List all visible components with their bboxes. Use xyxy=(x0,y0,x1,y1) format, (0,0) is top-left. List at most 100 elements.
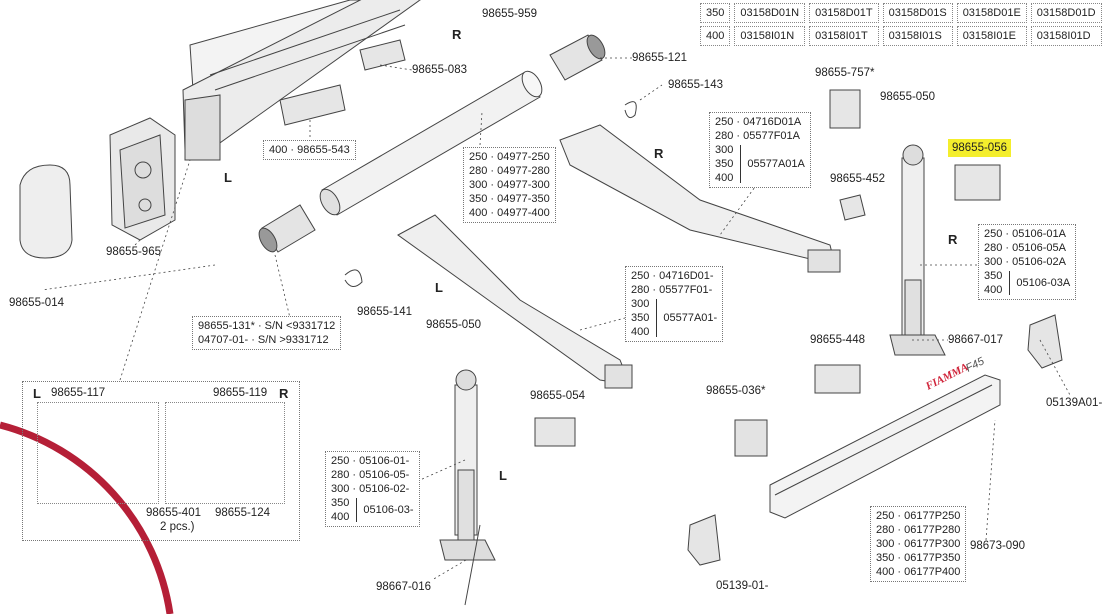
part-label: 98655-124 xyxy=(215,507,270,519)
size-bracket-group: 350 400 05106-03A xyxy=(984,269,1070,297)
size-value: 400 xyxy=(715,172,734,184)
table-cell: 03158I01S xyxy=(882,26,953,46)
part-label: 98667-017 xyxy=(948,334,1003,346)
callout-line: 98655-131* · S/N <9331712 xyxy=(198,320,336,332)
callout-box-arm-right: 250 · 04716D01A 280 · 05577F01A 300 350 … xyxy=(709,112,811,188)
part-label: 2 pcs.) xyxy=(160,521,195,533)
part-448 xyxy=(814,364,861,394)
part-label: 05139A01- xyxy=(1046,397,1103,409)
callout-line: 400 · 04977-400 xyxy=(469,207,550,219)
callout-box-leg-left: 250 · 05106-01- 280 · 05106-05- 300 · 05… xyxy=(325,451,420,527)
arm-left xyxy=(397,214,633,389)
callout-line: 280 · 05106-05A xyxy=(984,242,1066,254)
part-label: 98655-014 xyxy=(9,297,64,309)
part-452 xyxy=(839,194,866,221)
table-cell: 03158I01T xyxy=(809,26,879,46)
cover-cap xyxy=(19,164,73,259)
size-value: 400 xyxy=(631,326,650,338)
callout-box-tube: 250 · 04977-250 280 · 04977-280 300 · 04… xyxy=(463,147,556,223)
table-cell: 03158D01E xyxy=(956,3,1027,23)
table-cell: 03158I01N xyxy=(734,26,806,46)
size-value: 400 xyxy=(331,511,350,523)
callout-box-front-profile: 250 · 06177P250 280 · 06177P280 300 · 06… xyxy=(870,506,967,582)
side-label-right: R xyxy=(948,232,958,247)
callout-line: 350 · 06177P350 xyxy=(876,552,961,564)
end-cap-gearbox xyxy=(109,117,176,241)
arm-right xyxy=(559,124,841,273)
part-054 xyxy=(534,417,576,447)
size-value: 350 xyxy=(631,312,650,324)
model-logo: F45 xyxy=(964,355,987,375)
table-cell: 03158I01E xyxy=(956,26,1027,46)
leg-right xyxy=(889,144,946,356)
hardware-subgroup-right xyxy=(165,402,285,504)
bracket-05139 xyxy=(687,514,721,566)
callout-line: 250 · 05106-01- xyxy=(331,455,410,467)
callout-line: 250 · 05106-01A xyxy=(984,228,1066,240)
table-cell: 03158D01D xyxy=(1030,3,1102,23)
table-cell: 350 xyxy=(700,3,731,23)
callout-line: 400 · 06177P400 xyxy=(876,566,961,578)
part-label: 98655-141 xyxy=(357,306,412,318)
size-bracket-group: 300 350 400 05577A01A xyxy=(715,143,805,185)
callout-box-endcap: 98655-131* · S/N <9331712 04707-01- · S/… xyxy=(192,316,342,350)
size-bracket-group: 350 400 05106-03- xyxy=(331,496,414,524)
part-label: 98655-083 xyxy=(412,64,467,76)
part-757 xyxy=(829,89,861,129)
part-label: 98655-959 xyxy=(482,8,537,20)
side-label-left: L xyxy=(435,280,443,295)
table-row: 350 03158D01N 03158D01T 03158D01S 03158D… xyxy=(700,3,1102,23)
bracket-line xyxy=(352,498,358,522)
table-cell: 03158D01T xyxy=(809,3,879,23)
side-label-right: R xyxy=(452,27,462,42)
part-056 xyxy=(954,164,1001,201)
tube-endcap-left xyxy=(258,204,316,253)
size-value: 350 xyxy=(331,497,350,509)
callout-line: 05106-03A xyxy=(1016,277,1071,289)
callout-box-leg-right: 250 · 05106-01A 280 · 05106-05A 300 · 05… xyxy=(978,224,1077,300)
part-label: 98655-757* xyxy=(815,67,875,79)
bracket-line xyxy=(736,145,742,183)
part-label: 98655-119 xyxy=(213,387,268,399)
side-label-left: L xyxy=(499,468,507,483)
part-label: 05139-01- xyxy=(716,580,769,592)
top-code-table: 350 03158D01N 03158D01T 03158D01S 03158D… xyxy=(696,0,1104,49)
bracket-line xyxy=(1005,271,1011,295)
hardware-group-box: L 98655-117 98655-119 R xyxy=(22,381,300,541)
part-label: 98667-016 xyxy=(376,581,431,593)
part-036 xyxy=(734,419,768,457)
side-label-left: L xyxy=(33,386,41,401)
callout-line: 05106-03- xyxy=(363,504,414,516)
callout-line: 05577A01- xyxy=(663,312,718,324)
part-label: 98655-452 xyxy=(830,173,885,185)
part-label: 98655-401 xyxy=(146,507,201,519)
front-profile-bar xyxy=(769,374,1001,519)
spring-141 xyxy=(344,269,363,287)
callout-line: 250 · 04716D01A xyxy=(715,116,802,128)
part-label: 98655-117 xyxy=(51,387,106,399)
roller-tube xyxy=(319,70,543,216)
table-cell: 03158I01D xyxy=(1030,26,1102,46)
callout-line: 280 · 04977-280 xyxy=(469,165,550,177)
highlighted-part-label: 98655-056 xyxy=(948,139,1011,157)
callout-line: 280 · 06177P280 xyxy=(876,524,961,536)
callout-line: 250 · 04716D01- xyxy=(631,270,714,282)
tube-endcap-right xyxy=(549,34,606,81)
part-label: 98673-090 xyxy=(970,540,1025,552)
callout-line: 04707-01- · S/N >9331712 xyxy=(198,334,329,346)
callout-line: 05577A01A xyxy=(747,158,805,170)
awning-case-rail xyxy=(182,0,421,161)
callout-line: 280 · 05577F01- xyxy=(631,284,713,296)
table-cell: 400 xyxy=(700,26,731,46)
part-label: 98655-050 xyxy=(880,91,935,103)
part-label: 98655-965 xyxy=(106,246,161,258)
callout-box-543: 400 · 98655-543 xyxy=(263,140,356,160)
callout-line: 280 · 05106-05- xyxy=(331,469,410,481)
part-label: 98655-050 xyxy=(426,319,481,331)
part-label: 98655-448 xyxy=(810,334,865,346)
part-label: 98655-143 xyxy=(668,79,723,91)
table-row: 400 03158I01N 03158I01T 03158I01S 03158I… xyxy=(700,26,1102,46)
side-label-left: L xyxy=(224,170,232,185)
